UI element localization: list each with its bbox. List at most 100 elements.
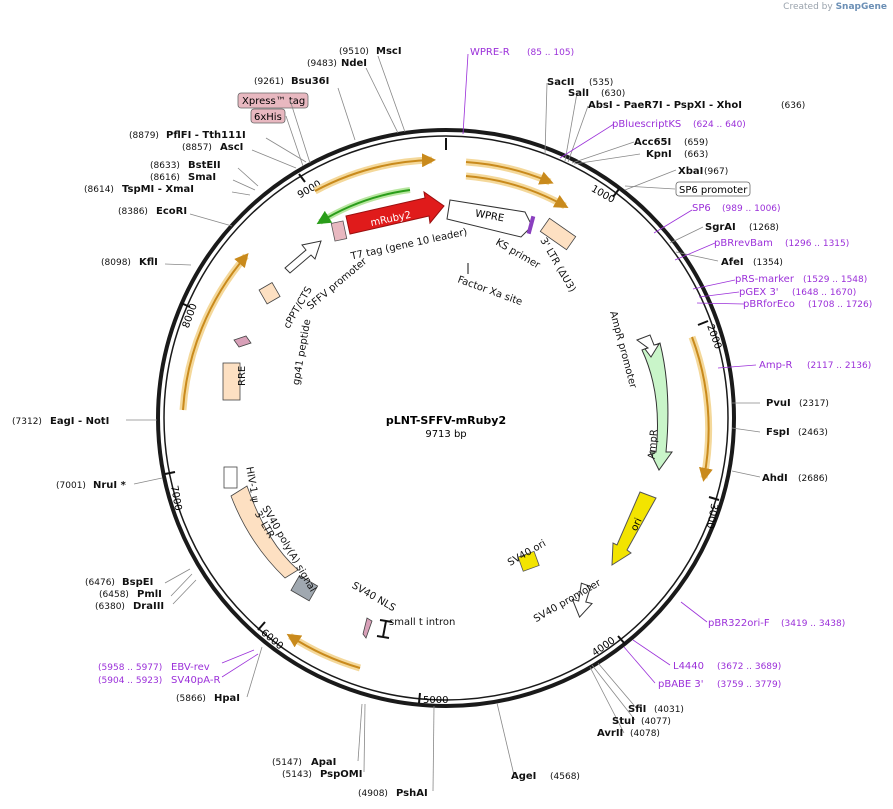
enzyme-name: StuI [612, 716, 635, 727]
enzyme-name: TspMI - XmaI [122, 184, 194, 195]
sv40-nls-arrow [362, 617, 373, 639]
primer-name: pGEX 3' [739, 287, 779, 298]
enzyme-name: AbsI - PaeR7I - PspXI - XhoI [588, 100, 742, 111]
enzyme-pos: (8879) [129, 131, 159, 141]
primer-range: (1296 .. 1315) [785, 239, 849, 249]
orf-arrow [691, 336, 713, 482]
enzyme-name: KflI [139, 257, 158, 268]
primer-range: (624 .. 640) [693, 120, 746, 130]
enzyme-name: EcoRI [156, 206, 187, 217]
tick-label: 4000 [590, 635, 617, 659]
primer-range: (3672 .. 3689) [717, 662, 781, 672]
feature-labels: T7 tag (gene 10 leader) SFFV promoter cP… [237, 227, 660, 628]
enzyme-name: HpaI [214, 693, 240, 704]
small-t-label: small t intron [389, 617, 455, 628]
enzyme-name: PmlI [137, 589, 162, 600]
orf-arrow [314, 153, 436, 192]
enzyme-name: BspEI [122, 577, 153, 588]
enzyme-name: PflFI - Tth111I [166, 130, 246, 141]
enzyme-pos: (8098) [101, 258, 131, 268]
his-tag-box [250, 108, 286, 124]
primer-range: (1529 .. 1548) [803, 275, 867, 285]
enzyme-pos: (630) [601, 89, 625, 99]
credit-brand: SnapGene [835, 2, 887, 12]
enzyme-pos: (636) [781, 101, 805, 111]
primer-range: (85 .. 105) [527, 48, 574, 58]
enzyme-pos: (8633) [150, 161, 180, 171]
ks-primer-label: KS primer [494, 237, 543, 272]
snapgene-credit: Created by SnapGene [783, 2, 887, 12]
enzyme-name: AhdI [762, 473, 788, 484]
orf-arrow [465, 175, 569, 208]
sv40-ori-box [517, 550, 540, 572]
features: mRuby2 WPRE ori [222, 190, 673, 639]
enzyme-pos: (8616) [150, 173, 180, 183]
wpre-label: WPRE [474, 208, 505, 224]
sffv-label: SFFV promoter [305, 256, 370, 313]
primer-name: L4440 [673, 661, 704, 672]
primer-name: pRS-marker [735, 274, 795, 285]
enzyme-name: SmaI [188, 172, 216, 183]
enzyme-name: Acc65I [634, 137, 671, 148]
primer-range: (1708 .. 1726) [808, 300, 872, 310]
primer-name: pBluescriptKS [612, 119, 681, 130]
t7-tag-label: T7 tag (gene 10 leader) [349, 227, 469, 263]
enzyme-name: SalI [568, 88, 589, 99]
enzyme-pos: (5866) [176, 694, 206, 704]
enzyme-pos: (4031) [654, 705, 684, 715]
enzyme-pos: (9261) [254, 77, 284, 87]
enzyme-name: PvuI [766, 398, 791, 409]
orf-arrow [182, 252, 249, 411]
enzyme-name: NdeI [341, 58, 367, 69]
primer-range: (1648 .. 1670) [792, 288, 856, 298]
tick-label: 1000 [589, 184, 617, 206]
enzyme-name: AfeI [721, 257, 744, 268]
enzyme-pos: (8614) [84, 185, 114, 195]
xpress-tag-label: Xpress™ tag [242, 96, 305, 107]
enzyme-pos: (2463) [798, 428, 828, 438]
enzyme-name: MscI [376, 46, 402, 57]
orf-arrow [286, 633, 361, 669]
ks-primer-marker [526, 215, 536, 235]
tick-label: 5000 [423, 695, 448, 706]
enzyme-pos: (7312) [12, 417, 42, 427]
primer-name: pBRrevBam [714, 238, 773, 249]
rre-box [222, 362, 241, 401]
factor-xa-label: Factor Xa site [456, 274, 524, 308]
enzyme-pos: (535) [589, 78, 613, 88]
hiv-psi-box [223, 466, 238, 489]
sp6-promoter-label: SP6 promoter [679, 185, 748, 196]
plasmid-name: pLNT-SFFV-mRuby2 [386, 414, 506, 427]
primer-name: WPRE-R [470, 47, 510, 58]
xpress-tag-box [237, 92, 309, 109]
enzyme-pos: (5147) [272, 758, 302, 768]
ampr-promoter-label: AmpR promoter [607, 310, 638, 390]
sv40-nls-label: SV40 NLS [350, 580, 398, 614]
enzyme-name: Bsu36I [291, 76, 329, 87]
enzyme-name: SfiI [628, 704, 646, 715]
enzyme-name: PspOMI [320, 769, 362, 780]
primer-name: SV40pA-R [171, 675, 220, 686]
gp41-arrow [233, 335, 252, 348]
primer-leaders [221, 53, 757, 684]
his-tag-label: 6xHis [254, 112, 282, 123]
tick-label: 3000 [704, 502, 719, 529]
sv40-promoter-label: SV40 promoter [532, 577, 604, 625]
sffv-arrow [284, 240, 322, 274]
orf-arrows [179, 153, 713, 672]
enzyme-pos: (6458) [99, 590, 129, 600]
backbone-inner [163, 135, 729, 701]
t7-tag-box [330, 220, 348, 242]
small-t-intron [376, 619, 393, 639]
primer-range: (3759 .. 3779) [717, 680, 781, 690]
ltr-right-box [539, 217, 577, 251]
sv40-promoter-arrow [571, 582, 593, 619]
primer-range: (3419 .. 3438) [781, 619, 845, 629]
enzyme-pos: (6476) [85, 578, 115, 588]
ori-arrow [611, 491, 657, 566]
primer-name: pBR322ori-F [708, 618, 770, 629]
enzyme-name: KpnI [646, 149, 672, 160]
primer-range: (989 .. 1006) [722, 204, 781, 214]
enzyme-name: FspI [766, 427, 790, 438]
sv40-polya-box [290, 575, 319, 602]
